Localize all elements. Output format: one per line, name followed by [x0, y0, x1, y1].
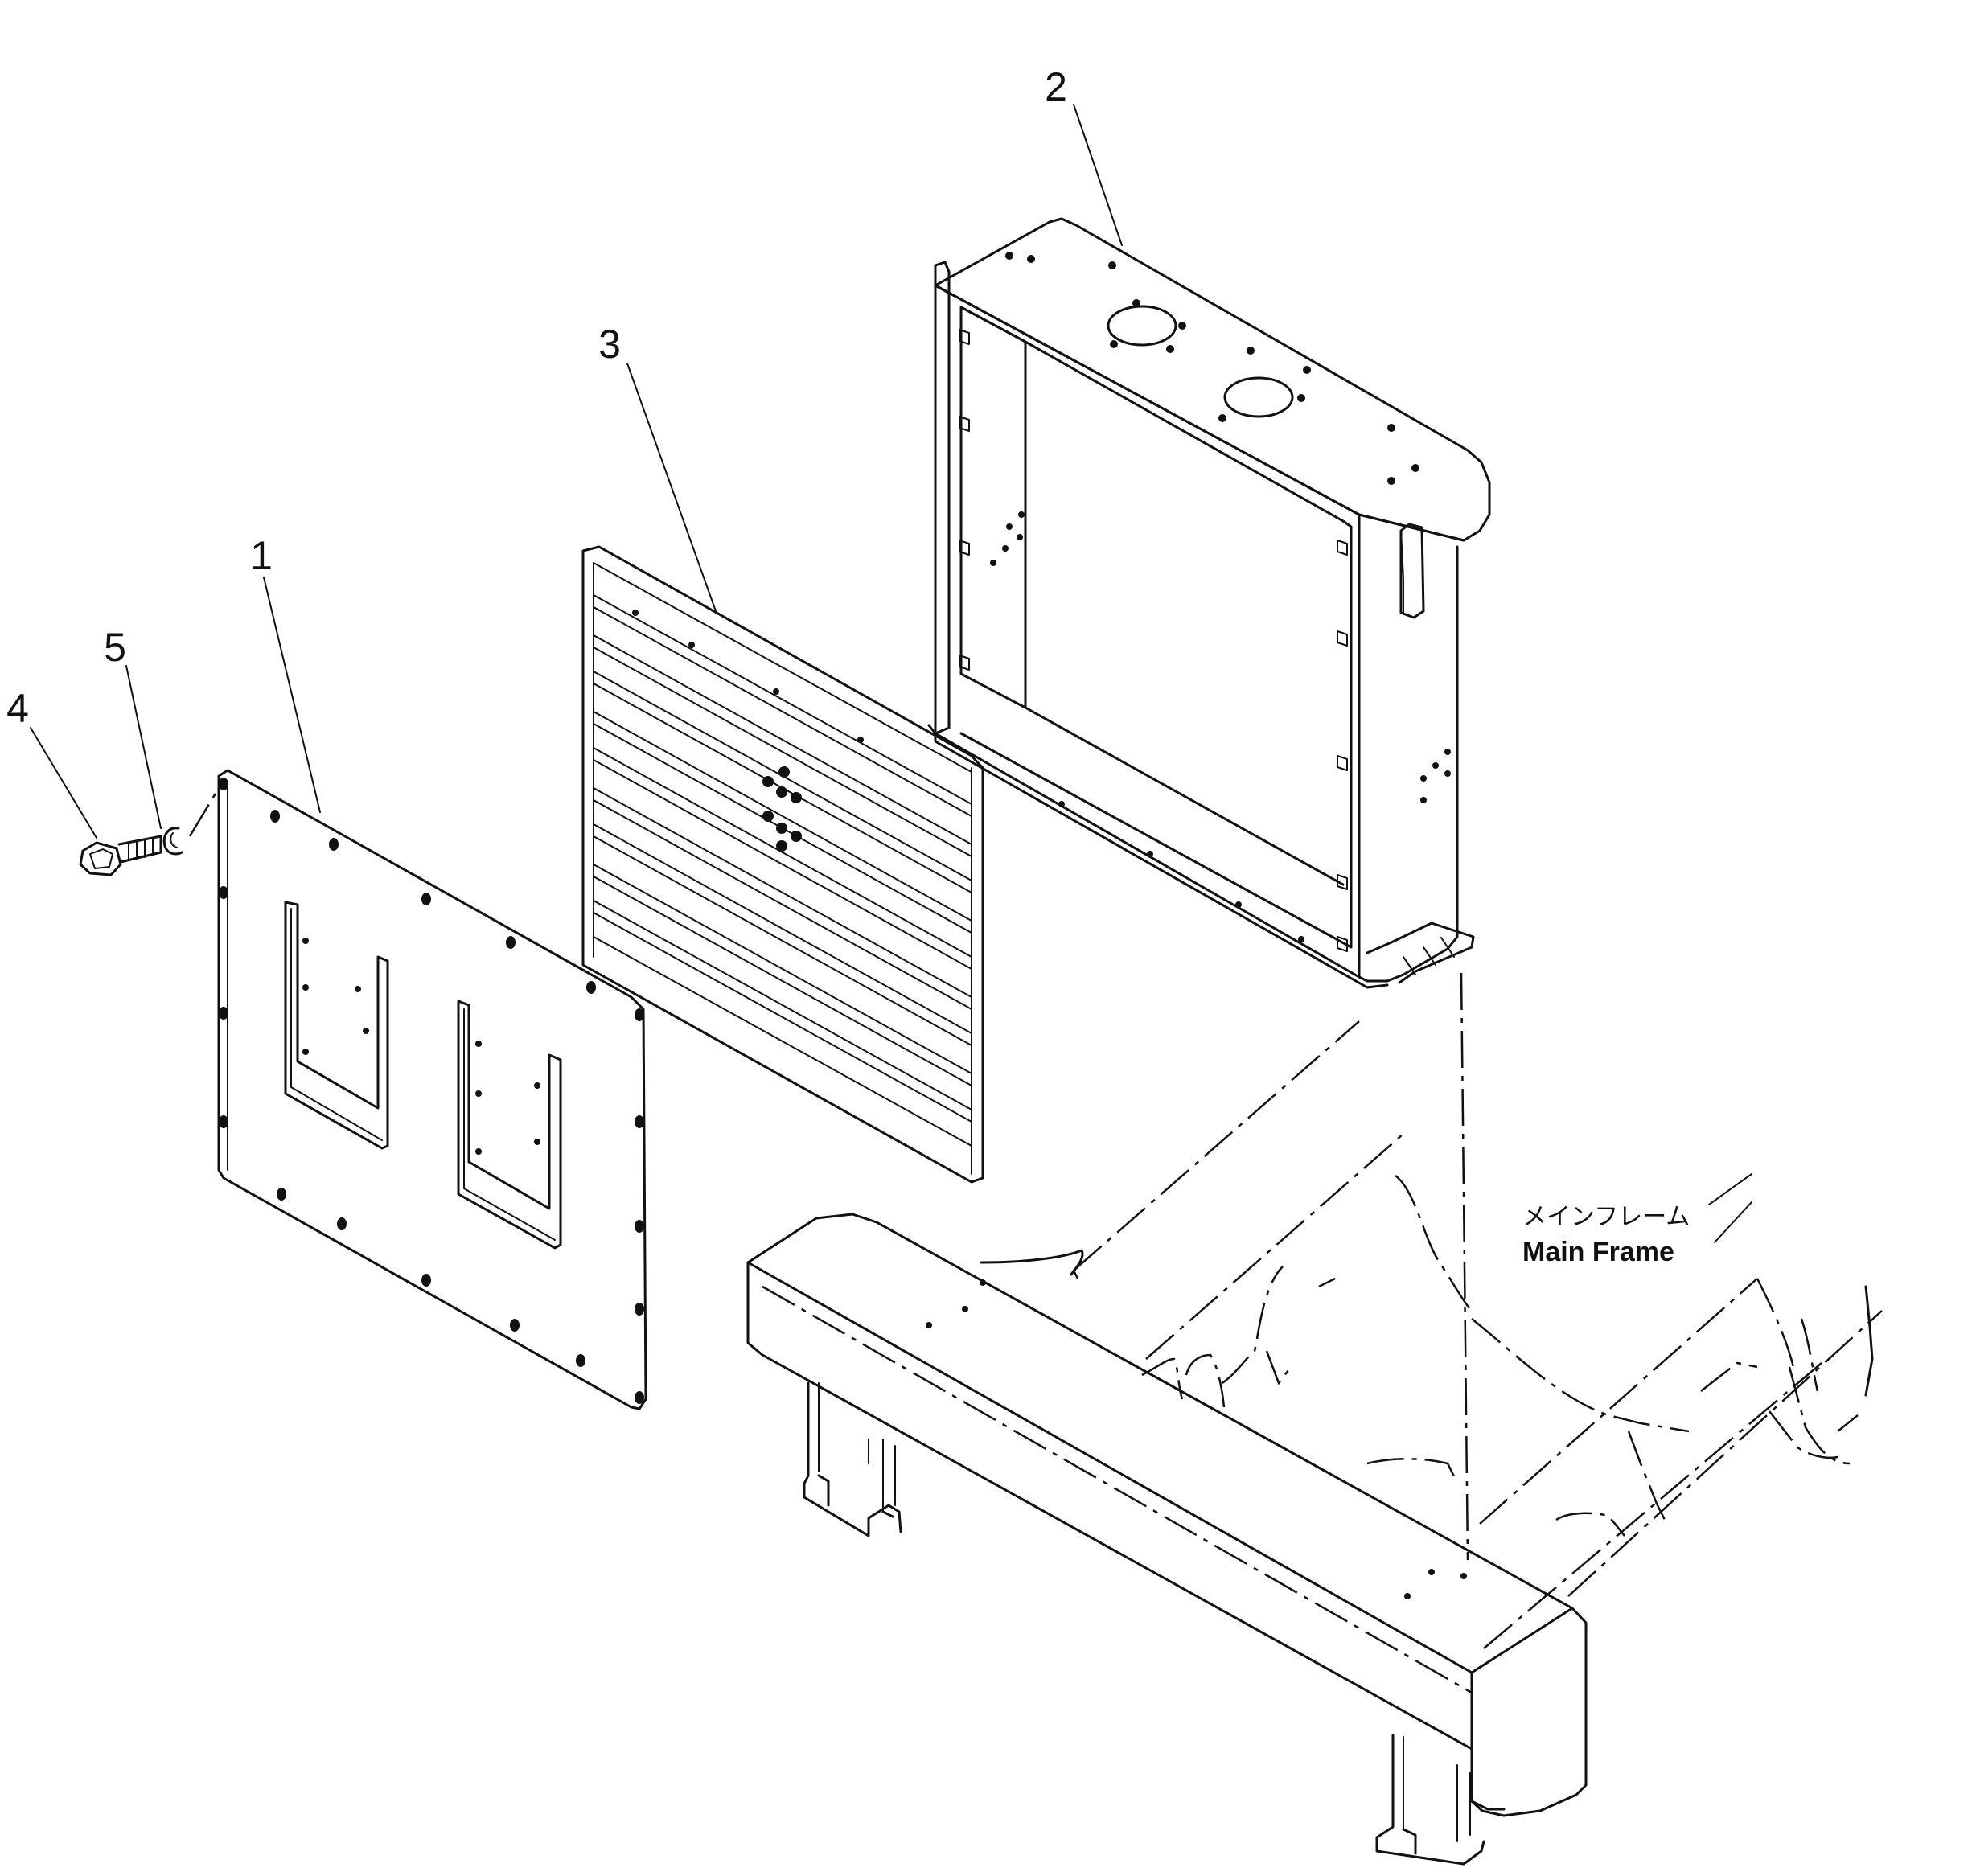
callout-2: 2 [1045, 64, 1067, 109]
assembly-lines [188, 783, 223, 837]
main-frame [746, 972, 1883, 1866]
main-frame-leader [1708, 1173, 1752, 1205]
main-frame-label-jp: メインフレーム [1522, 1203, 1690, 1231]
cover-plate [217, 769, 647, 1410]
radiator-frame [927, 217, 1491, 989]
bolt [79, 835, 162, 876]
callout-3: 3 [598, 322, 621, 367]
callout-4: 4 [6, 686, 29, 731]
washer [162, 827, 183, 856]
main-frame-label-en: Main Frame [1522, 1237, 1674, 1267]
callout-5: 5 [104, 625, 126, 670]
grille-panel [581, 545, 984, 1184]
frame-holes [990, 252, 1451, 942]
callout-1: 1 [250, 533, 273, 578]
plate-holes [219, 778, 644, 1404]
leader-lines [30, 104, 1123, 839]
